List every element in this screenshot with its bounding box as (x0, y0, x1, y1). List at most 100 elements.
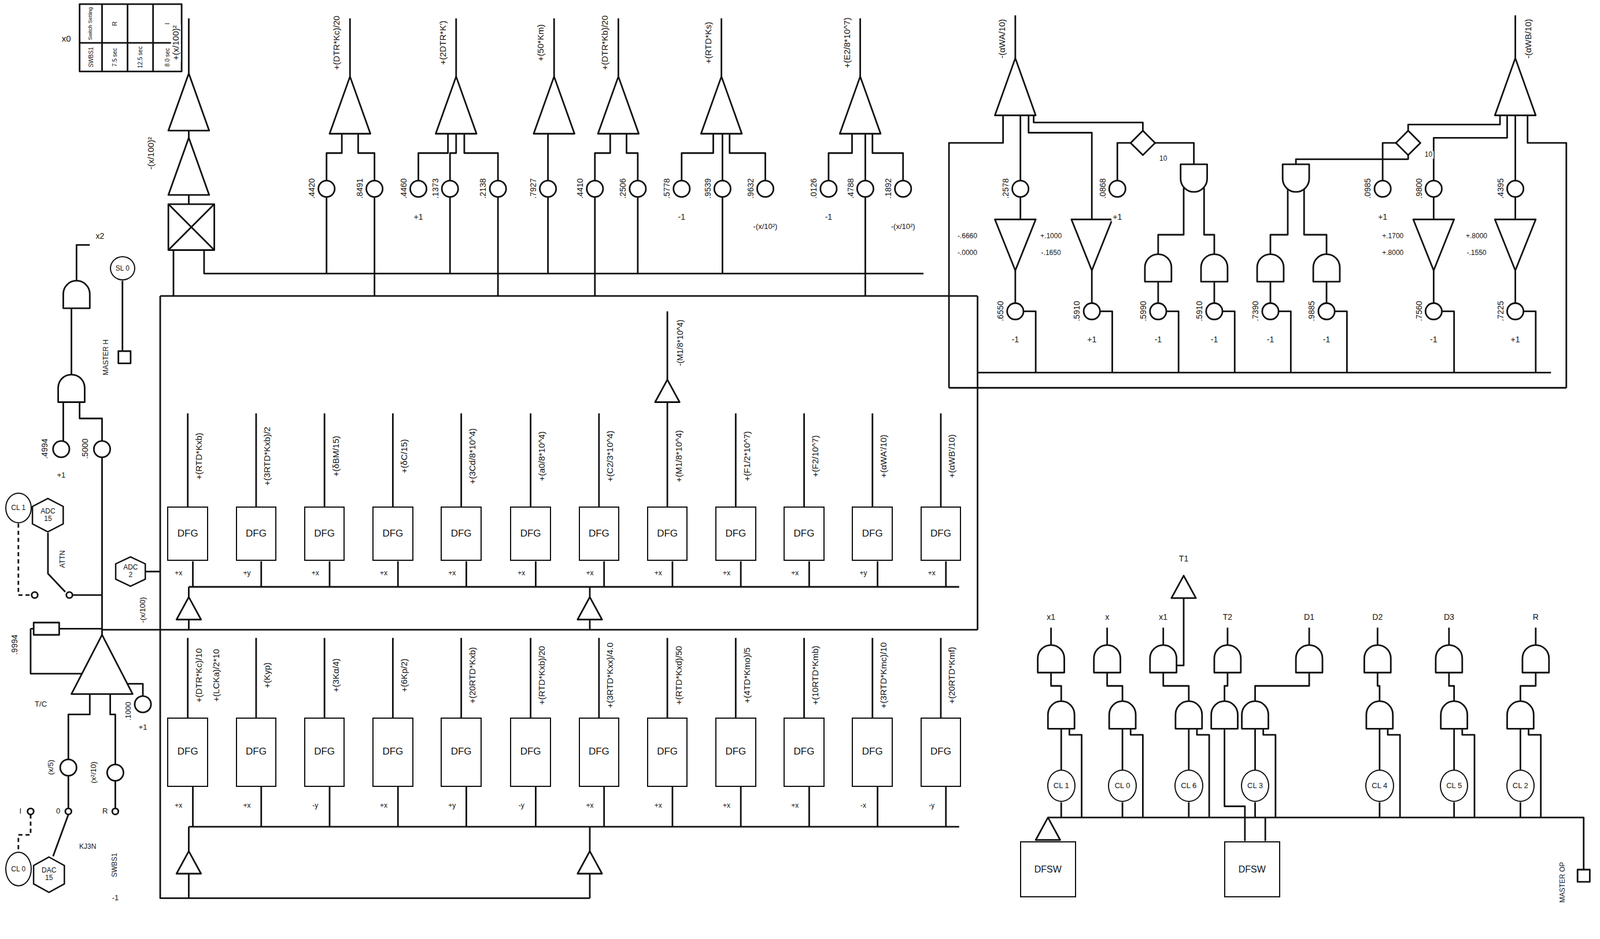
function-box: DFSW (1020, 841, 1077, 898)
label-text: Switch Setting (87, 5, 94, 42)
label-text: .5910 (1073, 300, 1082, 323)
label-text: .1000 (124, 700, 133, 723)
label-text: .5778 (662, 177, 672, 201)
label-text: +.1700 (1380, 233, 1405, 241)
label-text: +(RTD*Kxb) (194, 431, 205, 481)
node-text: DFG (382, 528, 404, 540)
node-text: DFG (793, 746, 815, 758)
label-text: +1 (137, 723, 149, 732)
label-text: T/C (33, 699, 48, 708)
label-text: -(x/10²) (752, 222, 779, 231)
label-text: -.0000 (956, 249, 979, 257)
function-box: DFSW (1224, 841, 1281, 898)
node-text: CL 2 (1512, 781, 1529, 790)
label-text: .5910 (1195, 300, 1205, 323)
node-text: DFG (245, 746, 267, 758)
function-box: DFG (783, 717, 825, 787)
circle-node: CL 4 (1365, 769, 1394, 803)
function-box: DFG (304, 506, 346, 561)
label-text: .2138 (479, 177, 489, 201)
function-box: DFG (920, 506, 962, 561)
label-text: x1 (1045, 612, 1057, 622)
label-text: +x (721, 802, 732, 810)
label-text: +y (242, 569, 253, 578)
node-text: DFG (930, 746, 952, 758)
node-text: CL 3 (1247, 781, 1263, 790)
label-text: D3 (1442, 612, 1456, 622)
label-text: +(F1/2*10^7) (741, 429, 752, 483)
label-text: .0868 (1098, 177, 1108, 201)
label-text: .4460 (399, 177, 409, 201)
node-text: CL 5 (1446, 781, 1462, 790)
label-text: -.6660 (956, 233, 979, 241)
node-text: DFG (588, 746, 610, 758)
node-text: CL 6 (1180, 781, 1197, 790)
node-text: CL 0 (1114, 781, 1131, 790)
hexagon-node: ADC 15 (31, 497, 64, 533)
label-text: .7225 (1496, 300, 1506, 323)
label-text: +x (242, 802, 253, 810)
label-text: +.1000 (1039, 233, 1063, 241)
function-box: DFG (920, 717, 962, 787)
label-text: +(αWB'/10) (947, 433, 957, 479)
label-text: -y (311, 802, 320, 810)
function-box: DFG (510, 506, 552, 561)
label-text: -1 (823, 212, 834, 222)
label-text: +(RTD*Kxd)/50 (673, 644, 684, 707)
label-text: .5990 (1139, 300, 1148, 323)
circle-node: CL 2 (1506, 769, 1535, 803)
label-text: -1 (677, 212, 687, 222)
label-text: +x (173, 569, 184, 578)
label-text: +(4TD*Kmo)/5 (741, 646, 752, 705)
label-text: +(δC/15) (399, 437, 410, 475)
label-text: +(DTR*Kb)/20 (600, 14, 611, 72)
label-text: -.1550 (1465, 249, 1488, 257)
label-text: +.8000 (1380, 249, 1405, 257)
label-text: (x/5) (46, 758, 55, 777)
label-text: -(x/100) (138, 596, 147, 625)
label-text: .4395 (1496, 177, 1506, 201)
label-text: +x (310, 569, 321, 578)
node-text: CL 0 (10, 865, 26, 874)
label-text: .5000 (81, 437, 91, 461)
node-text: DFG (382, 746, 404, 758)
label-text: +x (926, 569, 937, 578)
circle-node: CL 5 (1439, 769, 1469, 803)
label-text: -(αWA/10) (997, 17, 1008, 60)
function-box: DFG (304, 717, 346, 787)
label-text: +(50*Km) (536, 23, 546, 63)
multiplier-cross (168, 204, 214, 250)
function-box: DFG (783, 506, 825, 561)
label-text: +x (721, 569, 732, 578)
label-text: +(F2/10^7) (810, 434, 821, 479)
node-text: DAC 15 (39, 866, 59, 882)
label-text: .7390 (1251, 300, 1261, 323)
label-text: .4994 (40, 437, 50, 461)
label-text: +x (173, 802, 184, 810)
settings-table-grid (79, 4, 182, 72)
circle-node: CL 1 (1047, 769, 1076, 803)
wires (30, 15, 1584, 899)
label-text: 0 (54, 807, 62, 816)
label-text: -y (927, 802, 936, 810)
label-text: .9539 (703, 177, 713, 201)
node-text: DFG (177, 746, 199, 758)
label-text: KJ3N (78, 843, 98, 851)
circle-node: CL 0 (1107, 769, 1137, 803)
label-text: +(C2/3*10^4) (605, 429, 616, 483)
label-text: .9800 (1414, 177, 1424, 201)
label-text: -x (859, 802, 868, 810)
node-text: DFG (520, 746, 542, 758)
label-text: -1 (1209, 335, 1219, 345)
label-text: D2 (1371, 612, 1384, 622)
node-text: ADC 15 (38, 507, 58, 523)
switch-link (18, 523, 32, 853)
label-text: MASTER H (102, 338, 110, 377)
node-text: DFG (930, 528, 952, 540)
label-text: SWBS1 (111, 851, 120, 879)
label-text: .6550 (996, 300, 1005, 323)
label-text: MASTER OP (1559, 861, 1568, 905)
label-text: +1 (1376, 212, 1389, 222)
label-text: .4788 (846, 177, 856, 201)
function-box: DFG (167, 506, 209, 561)
